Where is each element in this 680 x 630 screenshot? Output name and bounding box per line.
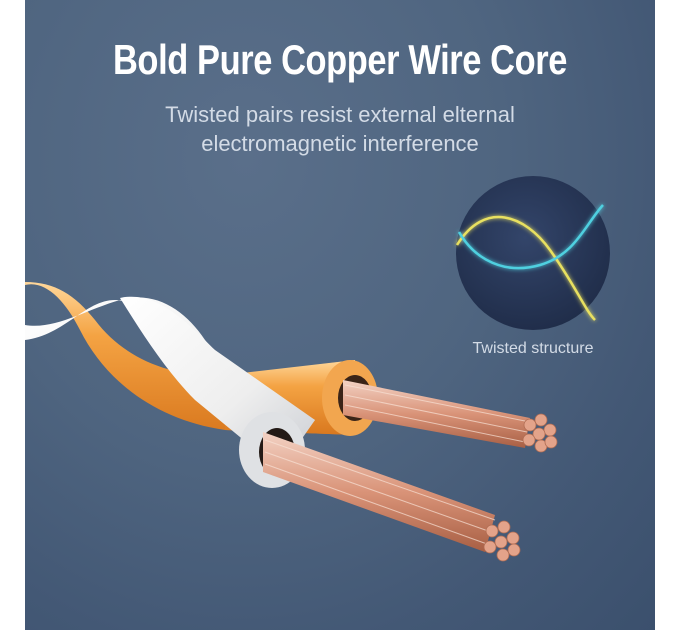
page-subtitle: Twisted pairs resist external elternal e… xyxy=(25,100,655,158)
cable-illustration xyxy=(25,176,610,562)
product-panel: Bold Pure Copper Wire Core Twisted pairs… xyxy=(25,0,655,630)
twisted-structure-inset xyxy=(455,176,610,330)
copper-strands-top xyxy=(343,380,558,453)
subtitle-line-1: Twisted pairs resist external elternal xyxy=(165,102,515,127)
inset-caption: Twisted structure xyxy=(472,340,594,357)
page-title: Bold Pure Copper Wire Core xyxy=(112,36,568,83)
copper-strands-bottom xyxy=(263,432,521,562)
subtitle-line-2: electromagnetic interference xyxy=(201,131,479,156)
